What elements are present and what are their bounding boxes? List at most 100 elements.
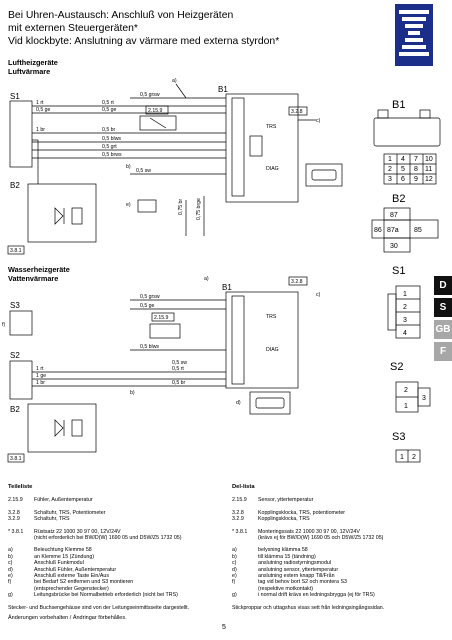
ref-2-15-9: 2.15.9 — [148, 108, 163, 114]
s3-pin-1: 1 — [400, 454, 404, 461]
parts-value: Anschluß Fühler, Außentemperatur — [34, 566, 117, 573]
b1-pin-9: 9 — [414, 176, 418, 183]
wire-b-1ge: 1 ge — [36, 373, 46, 379]
parts-value: (krävs ej för BW/D(W) 1690 05 och D5W/Z5… — [258, 535, 384, 542]
parts-note-de: Stecker- und Buchsengehäuse sind von der… — [8, 604, 190, 611]
wire-b-1br: 1 br — [36, 380, 45, 386]
parts-value: Schaltuhr, TRS, Potentiometer — [34, 509, 106, 516]
wiring-diagram: S1 1 rt 0,5 ge 1 br 0,5 rt 0,5 ge 0,5 br… — [2, 78, 441, 463]
label-c: c) — [316, 118, 321, 124]
b1-pin-3: 3 — [388, 176, 392, 183]
parts-row: d)anslutning sensor, yttertemperatur — [232, 567, 448, 573]
parts-row: (respektive motkontakt) — [232, 586, 448, 592]
b1-pin-5: 5 — [401, 166, 405, 173]
b1-pin-6: 6 — [401, 176, 405, 183]
b1-pin-12: 12 — [425, 176, 433, 183]
parts-key: f) — [232, 579, 236, 586]
parts-value: Anschluß Funkmodul — [34, 560, 84, 567]
b1-pin-2: 2 — [388, 166, 392, 173]
parts-row: c) anslutning radiostyrningsmodul — [232, 560, 448, 566]
parts-row: f)bei Bedarf S2 entfernen und S3 montier… — [8, 579, 224, 585]
b1-pin-11: 11 — [425, 166, 432, 173]
parts-value: anslutning radiostyrningsmodul — [258, 560, 332, 567]
section-air-sv: Luftvärmare — [8, 67, 51, 76]
page-title: Bei Uhren-Austausch: Anschluß von Heizge… — [8, 9, 363, 48]
parts-row: e)anslutning extern knapp Till/Från — [232, 573, 448, 579]
tab-language-d[interactable]: D — [434, 276, 452, 295]
b2-pin-86: 86 — [374, 227, 382, 234]
section-water-heaters: Wasserheizgeräte Vattenvärmare — [8, 265, 70, 283]
tab-language-s[interactable]: S — [434, 298, 452, 317]
parts-value: till klämma 15 (tändning) — [258, 553, 316, 560]
parts-key: 3.2.9 — [8, 516, 20, 523]
label-b-diag: DIAG — [266, 347, 279, 353]
parts-key: * 3.8.1 — [8, 528, 24, 535]
parts-key: c) — [232, 560, 237, 567]
parts-value: Rüstsatz 22 1000 30 97 00, 12V/24V — [34, 528, 121, 535]
label-s3-left: S3 — [10, 301, 20, 310]
parts-key: 3.2.8 — [8, 509, 20, 516]
label-b: b) — [126, 164, 131, 170]
parts-key: d) — [8, 566, 13, 573]
wire-1rt: 1 rt — [36, 100, 44, 106]
b2-pin-85: 85 — [414, 227, 422, 234]
s1-pin-2: 2 — [403, 304, 407, 311]
parts-row: f)tag vid behov bort S2 och montera S3 — [232, 579, 448, 585]
parts-row: (entsprechender Gegenstecker) — [8, 586, 224, 592]
wire-b-rt: 0,5 rt — [172, 366, 184, 372]
label-e: e) — [126, 202, 131, 208]
parts-row: c) Anschluß Funkmodul — [8, 560, 224, 566]
parts-value: Monteringssats 22 1000 30 97 00, 12V/24V — [258, 528, 360, 535]
tab-language-f[interactable]: F — [434, 342, 452, 361]
label-trs: TRS — [266, 124, 277, 130]
ref-b-2-15-9: 2.15.9 — [154, 315, 169, 321]
parts-value: Schaltuhr, TRS — [34, 516, 70, 523]
wire-05ge: 0,5 ge — [36, 107, 51, 113]
wire-075br: 0,75 br — [178, 199, 184, 215]
parts-key: e) — [8, 573, 13, 580]
s1-pin-3: 3 — [403, 317, 407, 324]
wire-05grt: 0,5 grt — [102, 144, 117, 150]
wire-b-grsw: 0,5 grsw — [140, 294, 160, 300]
wire-b-blws: 0,5 blws — [140, 344, 159, 350]
tab-language-gb[interactable]: GB — [434, 320, 452, 339]
connector-b2: B2 87 86 87a 85 30 — [371, 193, 439, 253]
b1-pin-4: 4 — [401, 156, 405, 163]
ref-3-2-8: 3.2.8 — [291, 109, 303, 115]
wire-075brge: 0,75 brge — [196, 198, 202, 220]
connector-b1: B1 1 4 7 10 2 5 8 11 3 6 9 12 — [373, 99, 441, 185]
parts-key: c) — [8, 560, 13, 567]
b2-pin-87a: 87a — [387, 227, 399, 234]
parts-heading-sv: Del-lista — [232, 484, 255, 490]
wire-b-sw: 0,5 sw — [172, 360, 187, 366]
label-b1: B1 — [218, 85, 228, 94]
b1-pin-10: 10 — [425, 156, 433, 163]
page-number: 5 — [222, 624, 226, 631]
parts-value: (respektive motkontakt) — [258, 585, 314, 592]
parts-key: d) — [232, 566, 237, 573]
parts-value: belysning klämma 58 — [258, 547, 308, 554]
connector-b2-title: B2 — [392, 193, 405, 205]
parts-key: a) — [232, 547, 237, 554]
parts-value: Fühler, Außentemperatur — [34, 497, 93, 504]
wire-05blws: 0,5 blws — [102, 136, 121, 142]
label-s1: S1 — [10, 92, 20, 101]
diagram-air-heater: S1 1 rt 0,5 ge 1 br 0,5 rt 0,5 ge 0,5 br… — [7, 78, 343, 255]
parts-row: b)an Klemme 15 (Zündung) — [8, 554, 224, 560]
parts-key: 2.15.9 — [232, 497, 247, 504]
parts-key: 3.2.9 — [232, 516, 244, 523]
s3-pin-2: 2 — [412, 454, 416, 461]
parts-key: a) — [8, 547, 13, 554]
section-air-de: Luftheizgeräte — [8, 58, 58, 67]
connector-s3-title: S3 — [392, 431, 405, 443]
label-diag: DIAG — [266, 166, 279, 172]
label-b-b2: B2 — [10, 405, 20, 414]
parts-key: g) — [232, 592, 237, 599]
parts-row: g)i normal drift krävs en ledningsbrygga… — [232, 592, 448, 598]
wire-b-1rt: 1 rt — [36, 366, 44, 372]
